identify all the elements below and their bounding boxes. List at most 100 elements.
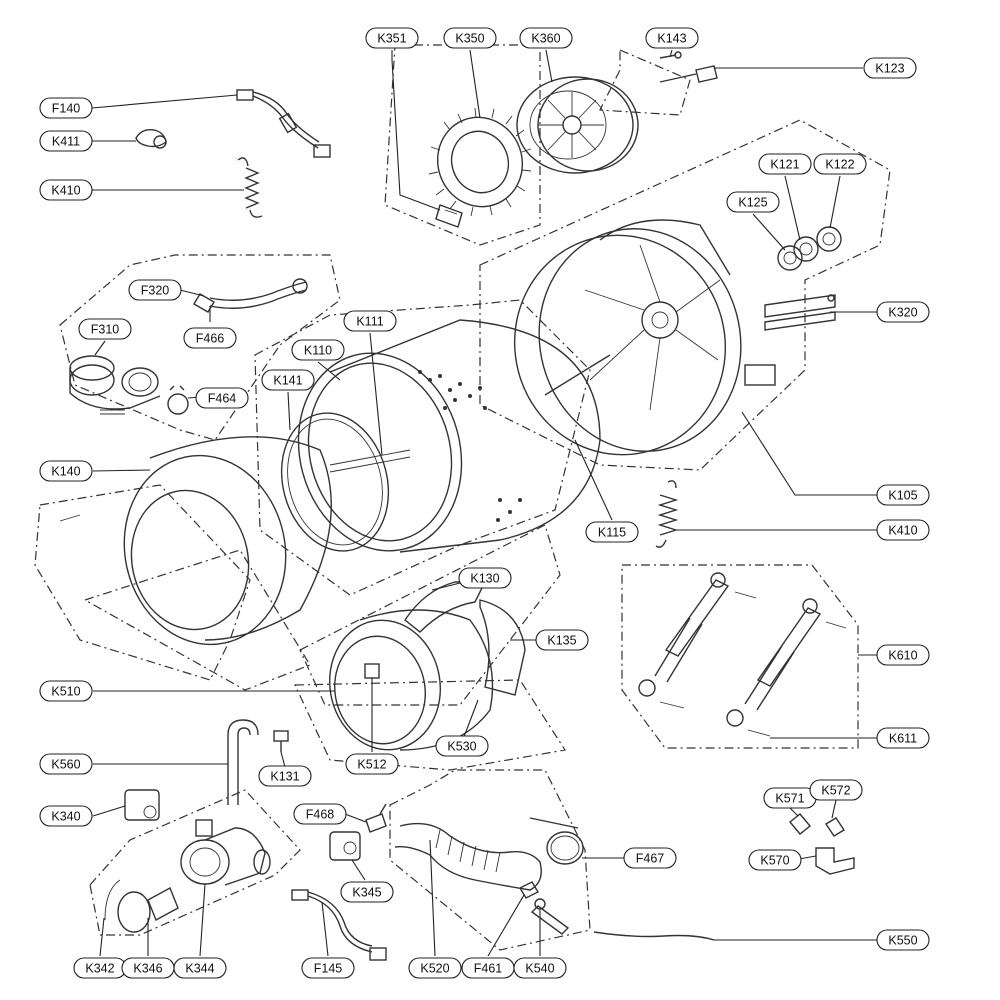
callout-k540: K540: [513, 957, 567, 979]
callout-k572: K572: [809, 779, 863, 801]
callout-label: K110: [304, 344, 332, 358]
part-f310-dispenser-valve: [69, 355, 161, 415]
callout-f461: F461: [461, 957, 515, 979]
callout-f140: F140: [39, 97, 93, 119]
callout-bubble: [39, 680, 93, 702]
callout-k410-top: K410: [39, 179, 93, 201]
callout-label: K351: [377, 32, 406, 46]
callout-bubble: [173, 957, 227, 979]
part-k560-pipe: [227, 719, 259, 805]
callout-bubble: [78, 318, 132, 340]
callout-bubble: [585, 521, 639, 543]
callout-k115: K115: [585, 521, 639, 543]
callout-label: K411: [52, 135, 80, 149]
part-k360-rotor: [516, 76, 639, 174]
callout-bubble: [301, 957, 355, 979]
callout-label: K130: [470, 572, 499, 586]
callout-label: K410: [888, 524, 917, 538]
callout-k520: K520: [408, 957, 462, 979]
callout-bubble: [748, 849, 802, 871]
callout-k510: K510: [39, 680, 93, 702]
part-k550-wire: [593, 931, 715, 941]
callout-k530: K530: [435, 735, 489, 757]
callout-label: K540: [525, 962, 554, 976]
callout-f466: F466: [183, 327, 237, 349]
part-k123-bolt: [659, 65, 718, 83]
callout-bubble: [340, 881, 394, 903]
callout-k611: K611: [876, 727, 930, 749]
callout-k131: K131: [258, 765, 312, 787]
callout-label: F468: [306, 808, 335, 822]
callout-label: K570: [760, 854, 789, 868]
part-f140-harness: [236, 89, 331, 158]
callout-label: K342: [85, 962, 114, 976]
callout-k123: K123: [863, 57, 917, 79]
part-k130-k135-weights: [404, 581, 526, 696]
callout-label: K550: [888, 934, 917, 948]
callout-bubble: [261, 369, 315, 391]
callout-bubble: [39, 753, 93, 775]
callout-bubble: [128, 279, 182, 301]
callout-label: K320: [888, 306, 917, 320]
callout-k105: K105: [876, 484, 930, 506]
part-k410-spring-top: [237, 157, 263, 218]
callout-k550: K550: [876, 929, 930, 951]
callout-k411: K411: [39, 130, 93, 152]
callout-k320: K320: [876, 301, 930, 323]
callout-label: F467: [636, 852, 665, 866]
callout-bubble: [195, 387, 249, 409]
callout-bubble: [291, 339, 345, 361]
callout-bubble: [39, 130, 93, 152]
callout-label: K530: [447, 740, 476, 754]
callout-bubble: [876, 484, 930, 506]
callout-f320: F320: [128, 279, 182, 301]
callout-bubble: [623, 847, 677, 869]
part-f468-connector: [365, 803, 387, 833]
callout-k560: K560: [39, 753, 93, 775]
callout-label: K560: [51, 758, 80, 772]
part-k610-dampers: [638, 572, 847, 737]
callout-bubble: [183, 327, 237, 349]
callout-bubble: [876, 519, 930, 541]
callout-k135: K135: [535, 629, 589, 651]
callout-k346: K346: [121, 957, 175, 979]
part-k320-heater: [744, 294, 836, 386]
part-k143-screw: [659, 51, 682, 59]
callout-k350: K350: [443, 27, 497, 49]
part-k410-spring-right: [655, 480, 679, 548]
callout-k122: K122: [813, 153, 867, 175]
callout-label: K611: [889, 732, 917, 746]
callout-k140: K140: [39, 460, 93, 482]
callout-f145: F145: [301, 957, 355, 979]
callout-label: K125: [738, 196, 767, 210]
callout-label: K111: [356, 315, 383, 329]
part-k140-front-tub: [59, 436, 332, 646]
callout-bubble: [258, 765, 312, 787]
part-f145-harness: [291, 889, 387, 961]
leader-lines: [91, 49, 878, 957]
callout-k141: K141: [261, 369, 315, 391]
callout-f464: F464: [195, 387, 249, 409]
callout-bubble: [408, 957, 462, 979]
callout-label: F320: [141, 284, 170, 298]
callout-k111: K111: [343, 310, 397, 332]
callout-k130: K130: [458, 567, 512, 589]
callout-label: K360: [531, 32, 560, 46]
callout-bubble: [876, 929, 930, 951]
callout-label: F140: [52, 102, 81, 116]
callout-label: K143: [657, 32, 686, 46]
part-k344-pump-housing: [180, 819, 271, 886]
callout-label: K131: [270, 770, 299, 784]
callout-label: K350: [455, 32, 484, 46]
callout-bubble: [726, 191, 780, 213]
callout-label: K123: [875, 62, 904, 76]
callout-label: K346: [133, 962, 162, 976]
part-k340-k345-pumps: [124, 789, 361, 861]
part-k105-rear-tub: [513, 219, 742, 456]
group-outlines: [34, 44, 891, 951]
callout-k570: K570: [748, 849, 802, 871]
callout-label: K115: [598, 526, 626, 540]
callout-bubble: [863, 57, 917, 79]
callout-bubble: [645, 27, 699, 49]
callout-label: F466: [196, 332, 225, 346]
